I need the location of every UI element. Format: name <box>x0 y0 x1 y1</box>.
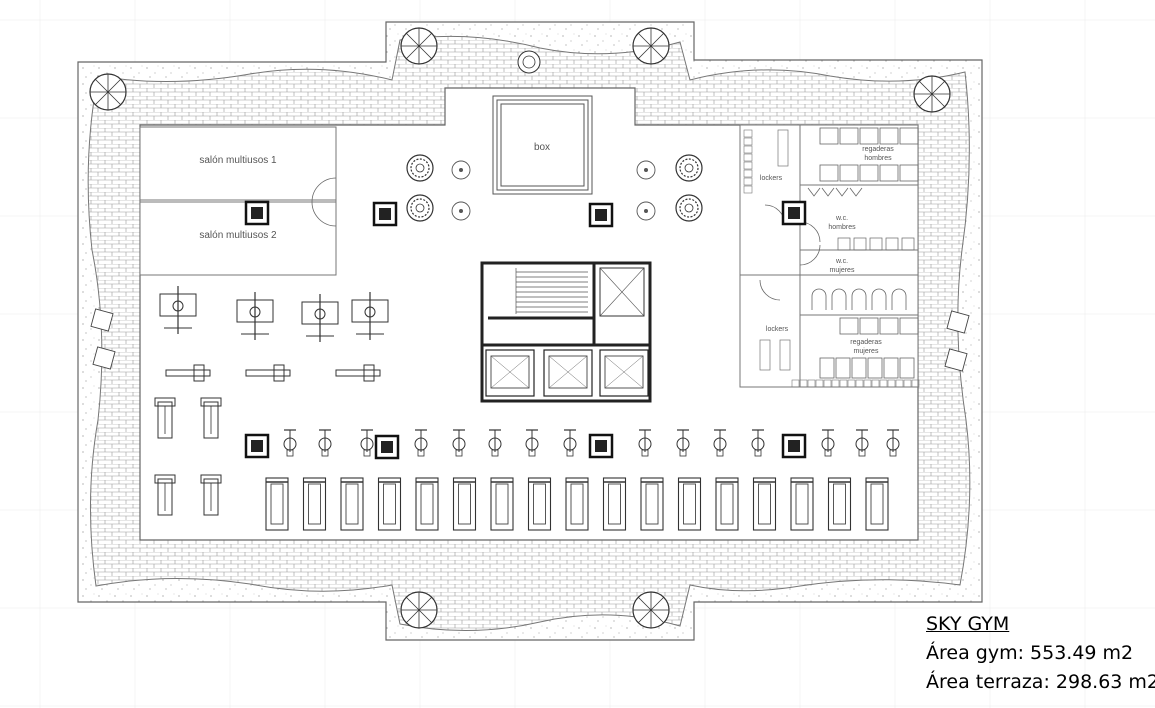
stairs-icon <box>515 268 588 314</box>
umbrella-icon <box>89 73 127 111</box>
elevator-icon <box>599 267 645 317</box>
weight-plate-icon <box>406 194 434 222</box>
treadmill-icon <box>340 477 364 531</box>
treadmill-icon <box>790 477 814 531</box>
column-icon <box>372 201 398 227</box>
lounge-chair-icon <box>944 348 968 372</box>
treadmill-icon <box>827 477 852 531</box>
bench-icon <box>245 364 291 382</box>
bike-icon <box>751 429 765 457</box>
box-label: box <box>534 142 550 153</box>
treadmill-icon <box>452 477 477 531</box>
column-icon <box>374 434 400 460</box>
leg-press-icon <box>200 397 222 439</box>
bike-icon <box>563 429 577 457</box>
treadmill-icon <box>302 477 327 531</box>
building-core <box>480 261 652 403</box>
leg-press-icon <box>154 397 176 439</box>
treadmill-icon <box>527 477 552 531</box>
restrooms: lockers regaderas hombres w.c. hombres w… <box>739 124 920 388</box>
legend-area-terraza: Área terraza: 298.63 m2 <box>926 671 1155 693</box>
umbrella-icon <box>400 591 438 629</box>
treadmill-icon <box>677 477 702 531</box>
bike-icon <box>886 429 900 457</box>
disc-icon <box>451 160 471 180</box>
bike-icon <box>452 429 466 457</box>
disc-icon <box>636 160 656 180</box>
lockers-top-label: lockers <box>760 175 783 182</box>
salon-1-label: salón multiusos 1 <box>199 155 277 166</box>
bike-icon <box>676 429 690 457</box>
column-icon <box>244 433 270 459</box>
elevator-icon <box>599 349 649 397</box>
weight-machine-icon <box>159 286 197 334</box>
regaderas-hombres-label-2: hombres <box>864 155 892 162</box>
elevator-icon <box>543 349 593 397</box>
salon-multiusos-area: salón multiusos 1 salón multiusos 2 <box>139 126 337 276</box>
lounge-chair-icon <box>946 310 970 334</box>
box-ring: box <box>492 95 593 195</box>
treadmill-icon <box>602 477 627 531</box>
leg-press-icon <box>200 474 222 516</box>
wc-hombres-label-1: w.c. <box>835 215 848 222</box>
legend-title: SKY GYM <box>926 613 1010 635</box>
column-icon <box>781 433 807 459</box>
wc-mujeres-label-1: w.c. <box>835 258 848 265</box>
treadmill-icon <box>715 477 739 531</box>
legend: SKY GYM Área gym: 553.49 m2 Área terraza… <box>926 610 1155 697</box>
umbrella-icon <box>400 27 438 65</box>
leg-press-icon <box>154 474 176 516</box>
weight-machine-icon <box>236 292 274 340</box>
lounge-chair-icon <box>92 346 116 370</box>
bench-icon <box>335 364 381 382</box>
treadmill-icon <box>265 477 289 531</box>
bike-icon <box>855 429 869 457</box>
bench-icon <box>165 364 211 382</box>
umbrella-icon <box>632 27 670 65</box>
treadmill-icon <box>377 477 402 531</box>
bike-icon <box>318 429 332 457</box>
weight-plate-icon <box>675 154 703 182</box>
column-icon <box>588 433 614 459</box>
regaderas-mujeres-label-2: mujeres <box>854 348 879 355</box>
weight-plate-icon <box>675 194 703 222</box>
regaderas-hombres-label-1: regaderas <box>862 146 894 153</box>
regaderas-mujeres-label-1: regaderas <box>850 339 882 346</box>
wc-hombres-label-2: hombres <box>828 224 856 231</box>
disc-icon <box>451 201 471 221</box>
treadmill-icon <box>640 477 664 531</box>
umbrella-icon <box>913 75 951 113</box>
bike-icon <box>638 429 652 457</box>
weight-plate-icon <box>406 154 434 182</box>
bike-icon <box>713 429 727 457</box>
planter-icon <box>517 50 541 74</box>
bike-icon <box>414 429 428 457</box>
weight-machine-icon <box>301 294 339 342</box>
treadmill-icon <box>752 477 777 531</box>
disc-icon <box>636 201 656 221</box>
legend-area-gym: Área gym: 553.49 m2 <box>926 642 1134 664</box>
column-icon <box>588 202 614 228</box>
treadmill-icon <box>565 477 589 531</box>
column-icon <box>244 200 270 226</box>
bike-icon <box>821 429 835 457</box>
lounge-chair-icon <box>90 308 114 332</box>
treadmill-icon <box>490 477 514 531</box>
weight-machine-icon <box>351 292 389 340</box>
treadmill-icon <box>415 477 439 531</box>
bike-icon <box>283 429 297 457</box>
lockers-bottom-label: lockers <box>766 326 789 333</box>
bike-icon <box>360 429 374 457</box>
column-icon <box>781 200 807 226</box>
wc-mujeres-label-2: mujeres <box>830 267 855 274</box>
bike-icon <box>488 429 502 457</box>
salon-2-label: salón multiusos 2 <box>199 230 277 241</box>
treadmill-icon <box>865 477 889 531</box>
umbrella-icon <box>632 591 670 629</box>
elevator-icon <box>485 349 535 397</box>
bike-icon <box>525 429 539 457</box>
